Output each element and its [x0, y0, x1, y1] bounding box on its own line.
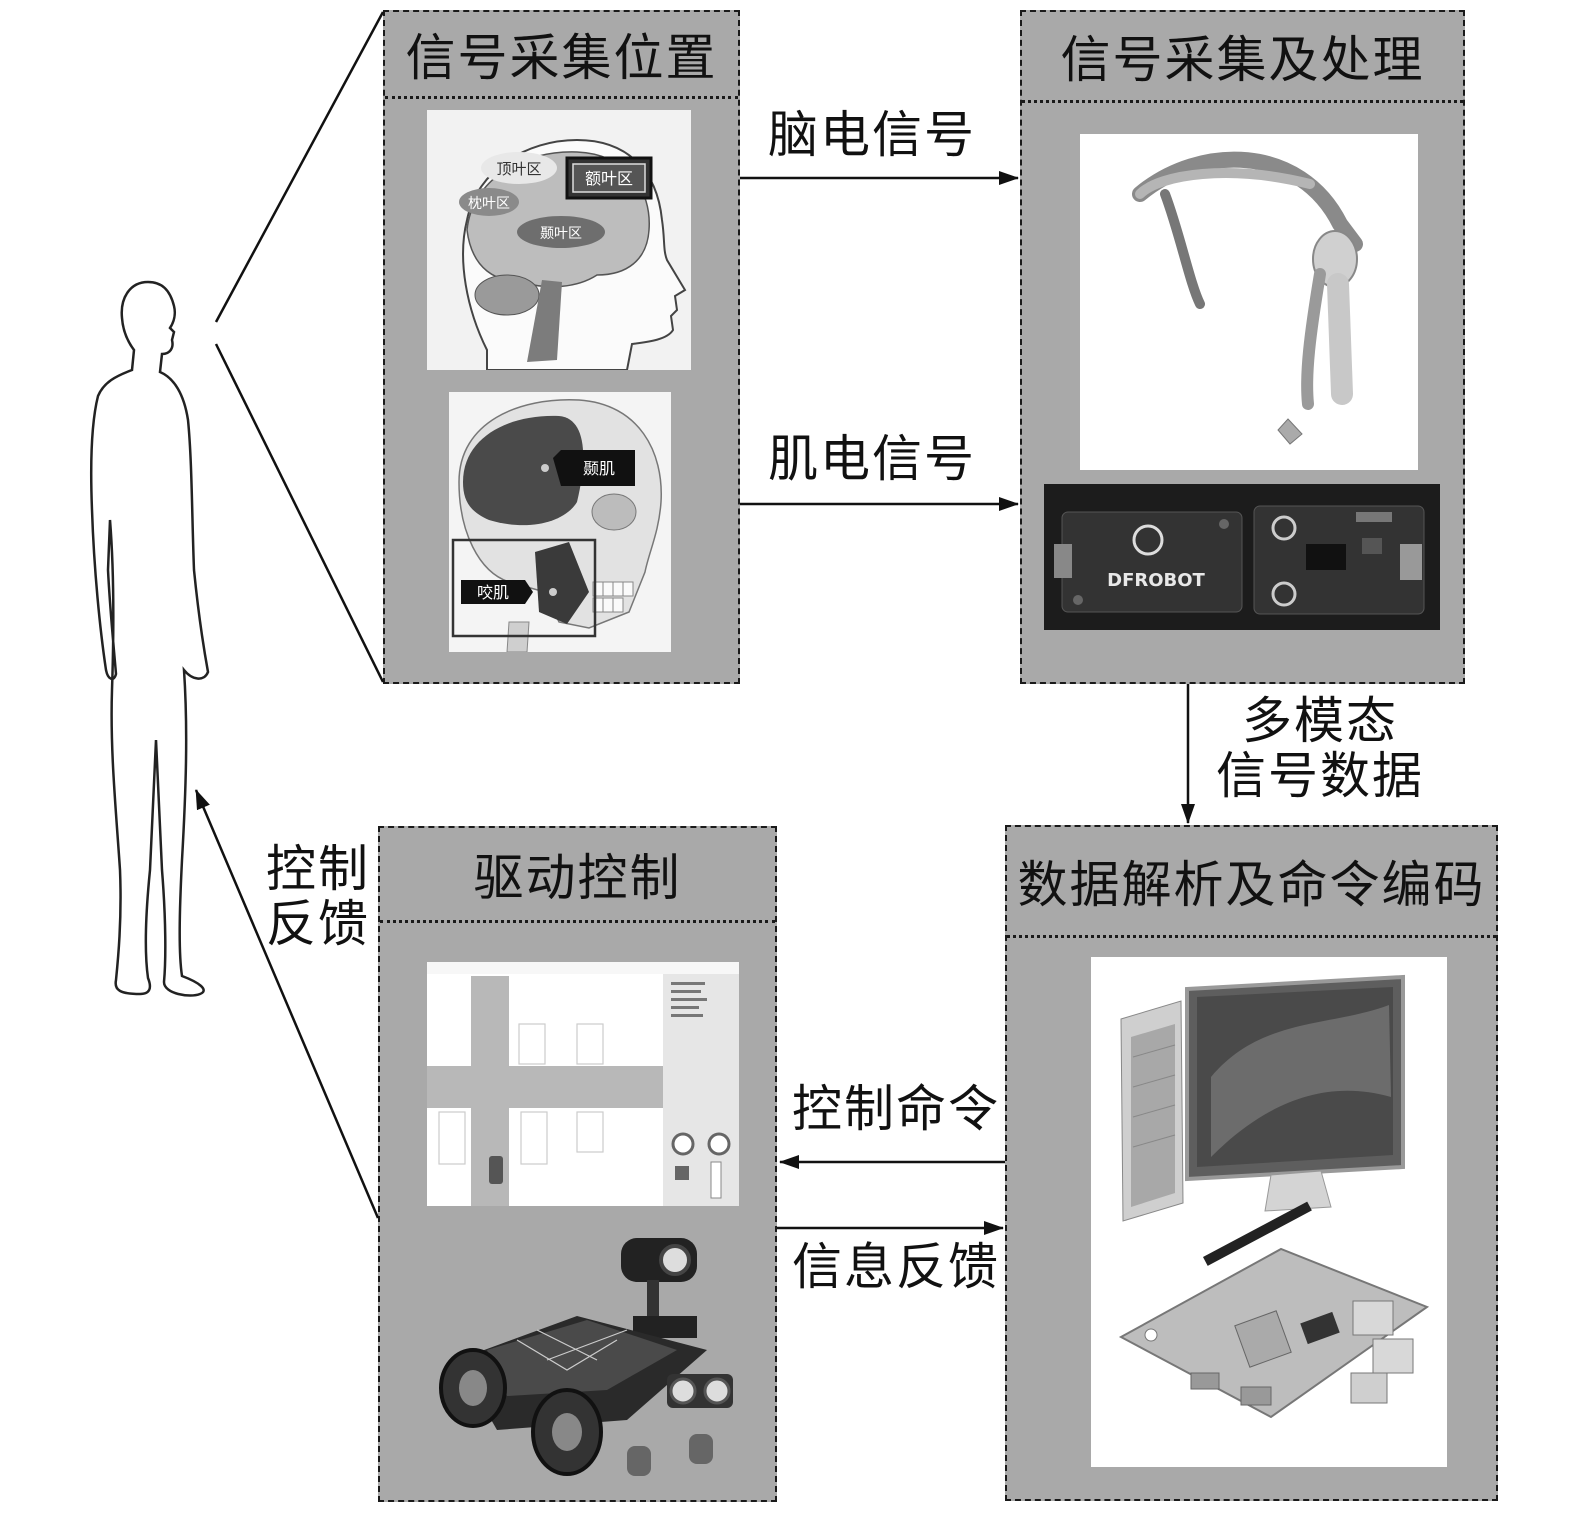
- multimodal-data-label: 多模态 信号数据: [1210, 694, 1430, 804]
- brain-image: 顶叶区 额叶区 枕叶区 颞叶区: [427, 110, 691, 370]
- human-figure: [90, 280, 210, 997]
- skull-label-masseter: 咬肌: [477, 583, 509, 602]
- skull-label-temporalis: 颞肌: [583, 459, 615, 478]
- brain-label-frontal: 额叶区: [585, 169, 633, 188]
- parsing-encoding-title: 数据解析及命令编码: [1007, 827, 1496, 938]
- computer-raspberry-image: [1091, 957, 1447, 1467]
- multimodal-label-line1: 多模态: [1242, 692, 1398, 750]
- acquisition-position-title: 信号采集位置: [385, 12, 738, 99]
- acquisition-processing-box: 信号采集及处理 DFROBOT: [1020, 10, 1465, 684]
- drive-control-box: 驱动控制: [378, 826, 777, 1502]
- control-feedback-line1: 控制: [266, 840, 370, 898]
- control-feedback-label: 控制 反馈: [262, 842, 374, 952]
- acquisition-position-box: 信号采集位置 顶叶区 额叶区 枕叶区 颞叶区: [383, 10, 740, 684]
- emg-signal-label: 肌电信号: [768, 430, 976, 488]
- control-command-label: 控制命令: [792, 1080, 1000, 1138]
- eeg-signal-label: 脑电信号: [768, 106, 976, 164]
- brain-label-parietal: 顶叶区: [496, 160, 541, 178]
- simulation-ui-image: [427, 962, 739, 1206]
- info-feedback-label: 信息反馈: [792, 1238, 1000, 1296]
- acquisition-processing-title: 信号采集及处理: [1022, 12, 1463, 103]
- robot-car-image: [427, 1220, 739, 1486]
- drive-control-title: 驱动控制: [380, 828, 775, 923]
- parsing-encoding-box: 数据解析及命令编码: [1005, 825, 1498, 1501]
- brain-label-occipital: 枕叶区: [468, 196, 510, 212]
- board-brand: DFROBOT: [1107, 570, 1205, 591]
- multimodal-label-line2: 信号数据: [1216, 747, 1424, 805]
- signal-board-image: DFROBOT: [1044, 484, 1440, 630]
- skull-image: 颞肌 咬肌: [449, 392, 671, 652]
- brain-label-temporal: 颞叶区: [540, 226, 582, 242]
- control-feedback-line2: 反馈: [266, 895, 370, 953]
- eeg-headset-image: [1080, 134, 1418, 470]
